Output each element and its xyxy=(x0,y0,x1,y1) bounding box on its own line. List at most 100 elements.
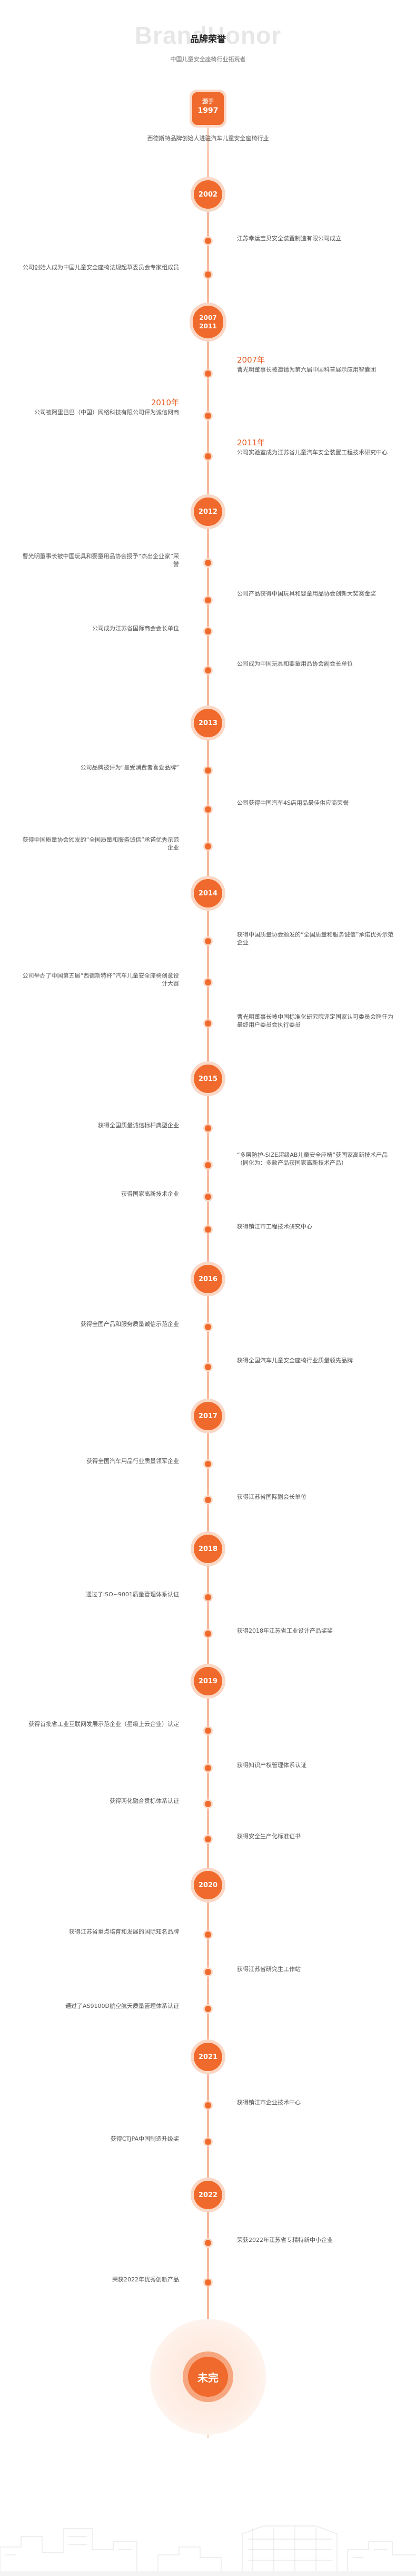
event-2013-3: 获得中国质量协会颁发的“全国质量和服务诚信”承诺优秀示范企业 xyxy=(22,836,179,851)
event-2011-text: 公司实验室成为江苏省儿童汽车安全装置工程技术研究中心 xyxy=(237,449,388,456)
timeline-dot xyxy=(205,843,211,850)
event-2018-2: 获得2018年江苏省工业设计产品奖奖 xyxy=(237,1627,333,1634)
event-2020-1: 获得江苏省重点培育和发展的国际知名品牌 xyxy=(69,1928,179,1935)
event-2010-text: 公司被阿里巴巴（中国）网络科技有限公司评为诚信网商 xyxy=(34,409,179,416)
event-2017-2: 获得江苏省国际副会长单位 xyxy=(237,1494,306,1500)
timeline-dot xyxy=(205,1969,211,1975)
timeline-dot xyxy=(205,667,211,674)
timeline-dot xyxy=(205,938,211,944)
event-2014-1: 获得中国质量协会颁发的“全国质量和服务诚信”承诺优秀示范企业 xyxy=(237,931,394,946)
year-badge-2016: 2016 xyxy=(194,1265,222,1293)
year-badge-2022: 2022 xyxy=(194,2181,222,2209)
event-2012-2: 公司产品获得中国玩具和婴童用品协会创新大奖赛金奖 xyxy=(237,590,376,597)
timeline-dot xyxy=(205,1324,211,1330)
timeline-dot xyxy=(205,1594,211,1601)
timeline-dot xyxy=(205,979,211,985)
event-2007: 2007年 曹光明董事长被邀请为第六届中国科普展示应用智囊团 xyxy=(237,356,395,374)
event-2002-1: 江苏幸运宝贝安全装置制造有限公司成立 xyxy=(237,235,341,242)
ending-badge: 未完 xyxy=(188,2357,228,2397)
timeline-dot xyxy=(205,238,211,244)
event-2012-4: 公司成为中国玩具和婴童用品协会副会长单位 xyxy=(237,660,353,667)
header-watermark: BrandHonor xyxy=(134,22,282,49)
event-2019-2: 获得知识产权管理体系认证 xyxy=(237,1762,306,1769)
timeline-dot xyxy=(205,2102,211,2109)
event-2014-3: 曹光明董事长被中国标准化研究院评定国家认可委员会聘任为最终用户委员会执行委员 xyxy=(237,1013,393,1028)
timeline-dot xyxy=(205,1162,211,1168)
year-badge-2021: 2021 xyxy=(194,2043,222,2071)
timeline-dot xyxy=(205,1226,211,1233)
timeline-dot xyxy=(205,2006,211,2012)
timeline-dot xyxy=(205,1765,211,1771)
timeline-dot xyxy=(205,271,211,278)
event-2016-1: 获得全国产品和服务质量诚信示范企业 xyxy=(81,1321,179,1328)
year-badge-2020: 2020 xyxy=(194,1871,222,1899)
building-skyline-illustration xyxy=(0,2525,416,2576)
event-2019-4: 获得安全生产化标准证书 xyxy=(237,1833,301,1840)
timeline-dot xyxy=(205,1631,211,1637)
timeline-dot xyxy=(205,1461,211,1467)
timeline-dot xyxy=(205,1931,211,1938)
event-2012-1: 曹光明董事长被中国玩具和婴童用品协会授予“杰出企业家”荣誉 xyxy=(22,553,179,568)
event-2019-1: 获得首批省工业互联网发展示范企业（星级上云企业）认定 xyxy=(28,1721,179,1728)
year-2007: 2007 xyxy=(199,314,217,321)
event-2017-1: 获得全国汽车用品行业质量领军企业 xyxy=(86,1458,179,1465)
timeline-dot xyxy=(205,1836,211,1842)
year-badge-2018: 2018 xyxy=(194,1535,222,1563)
year-2011: 2011 xyxy=(199,323,217,330)
event-2015-3: 获得国家高新技术企业 xyxy=(121,1191,179,1197)
page-title: 品牌荣誉 xyxy=(190,34,226,45)
origin-intro: 西德斯特品牌创始人进驻汽车儿童安全座椅行业 xyxy=(147,135,269,142)
event-2011-year: 2011年 xyxy=(237,438,265,447)
event-2022-1: 荣获2022年江苏省专精特新中小企业 xyxy=(237,2237,333,2243)
year-badge-2013: 2013 xyxy=(194,709,222,737)
timeline-dot xyxy=(205,1194,211,1200)
event-2014-2: 公司举办了中国第五届“西德斯特杯”汽车儿童安全座椅创意设计大赛 xyxy=(22,972,179,987)
timeline-dot xyxy=(205,1125,211,1131)
year-badge-2019: 2019 xyxy=(194,1667,222,1695)
origin-badge: 源于 1997 xyxy=(192,92,224,125)
event-2011: 2011年 公司实验室成为江苏省儿童汽车安全装置工程技术研究中心 xyxy=(237,439,395,456)
timeline-dot xyxy=(205,413,211,419)
timeline-dot xyxy=(205,1020,211,1027)
timeline-dot xyxy=(205,1364,211,1370)
timeline-dot xyxy=(205,2240,211,2246)
event-2015-2: “多层防护-SIZE超级AB儿童安全座椅”获国家高新技术产品（同化为：多款产品获… xyxy=(237,1152,388,1166)
event-2019-3: 获得两化融合贯标体系认证 xyxy=(110,1798,179,1804)
event-2015-4: 获得镇江市工程技术研究中心 xyxy=(237,1223,312,1230)
year-badge-2002: 2002 xyxy=(194,180,222,209)
timeline-dot xyxy=(205,767,211,774)
year-badge-2015: 2015 xyxy=(194,1065,222,1093)
event-2012-3: 公司成为江苏省国际商会会长单位 xyxy=(92,625,179,632)
event-2010: 2010年 公司被阿里巴巴（中国）网络科技有限公司评为诚信网商 xyxy=(21,399,179,416)
event-2007-year: 2007年 xyxy=(237,355,265,365)
origin-year: 1997 xyxy=(197,106,219,115)
timeline-dot xyxy=(205,1497,211,1503)
timeline-dot xyxy=(205,2279,211,2286)
event-2021-1: 获得镇江市企业技术中心 xyxy=(237,2099,301,2106)
event-2002-2: 公司创始人成为中国儿童安全座椅法规起草委员会专家组成员 xyxy=(23,264,179,271)
page-subtitle: 中国儿童安全座椅行业拓荒者 xyxy=(170,56,246,63)
year-badge-2007-2011: 2007 2011 xyxy=(193,306,223,338)
event-2020-2: 获得江苏省研究生工作站 xyxy=(237,1966,301,1973)
timeline-dot xyxy=(205,560,211,566)
event-2016-2: 获得全国汽车儿童安全座椅行业质量领先品牌 xyxy=(237,1357,353,1364)
timeline-dot xyxy=(205,1801,211,1807)
event-2018-1: 通过了ISO~9001质量管理体系认证 xyxy=(85,1591,179,1598)
year-badge-2012: 2012 xyxy=(194,497,222,526)
event-2022-2: 荣获2022年优秀创新产品 xyxy=(112,2276,179,2283)
event-2007-text: 曹光明董事长被邀请为第六届中国科普展示应用智囊团 xyxy=(237,366,376,373)
timeline-dot xyxy=(205,1728,211,1734)
timeline-dot xyxy=(205,806,211,813)
origin-label: 源于 xyxy=(202,98,214,105)
event-2010-year: 2010年 xyxy=(151,398,179,407)
year-badge-2017: 2017 xyxy=(194,1402,222,1430)
timeline-dot xyxy=(205,2139,211,2145)
timeline-dot xyxy=(205,453,211,460)
event-2015-1: 获得全国质量诚信标杆典型企业 xyxy=(98,1122,179,1129)
year-badge-2014: 2014 xyxy=(194,879,222,908)
event-2020-3: 通过了AS9100D航空航天质量管理体系认证 xyxy=(65,2003,179,2009)
timeline-dot xyxy=(205,628,211,635)
event-2013-1: 公司品牌被评为“最受消费者喜爱品牌” xyxy=(80,764,179,771)
timeline-dot xyxy=(205,597,211,603)
